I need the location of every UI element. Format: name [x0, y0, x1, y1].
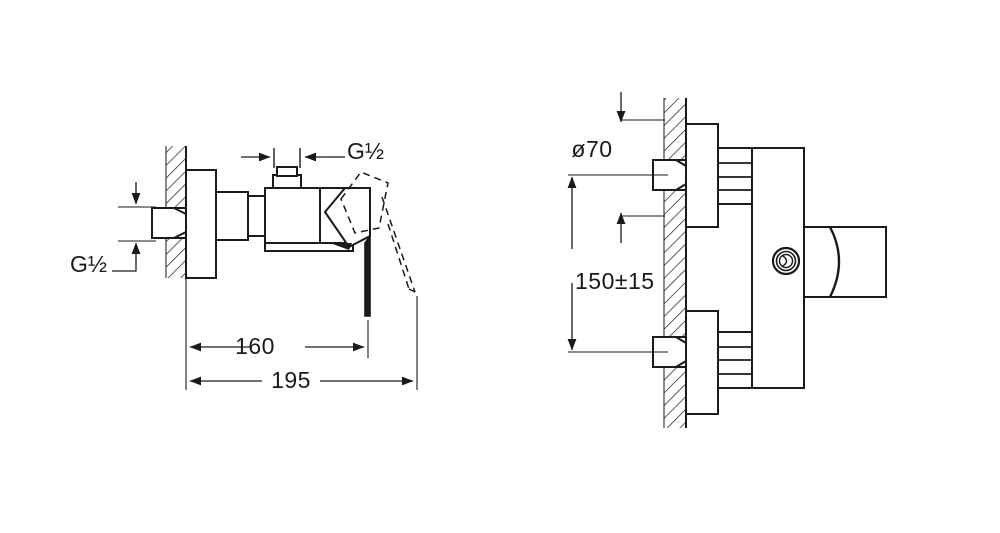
top-stub-thread	[276, 166, 298, 177]
upper-escutcheon-plate	[685, 123, 719, 228]
inlet-shank	[215, 191, 249, 241]
upper-connector-block	[717, 147, 753, 205]
lever-alt-arm-cap	[408, 288, 416, 293]
dimension-160: 160	[189, 333, 365, 359]
lower-inlet-assembly	[652, 310, 753, 415]
dimension-label-195: 195	[271, 367, 311, 393]
lever-alt-outline	[340, 171, 389, 234]
dimension-label-150-tolerance: 150±15	[575, 268, 655, 294]
front-view-wall	[663, 98, 687, 428]
outlet-marker	[771, 246, 801, 276]
thread-leader-lower	[112, 265, 137, 272]
outlet-glyph	[782, 255, 788, 267]
lever-handle-front-body[interactable]	[803, 226, 887, 298]
thread-label-lower-left: G½	[70, 251, 107, 277]
callout-flange-diameter: ø70	[571, 92, 665, 243]
side-view-group: G½ G½ 160	[70, 138, 418, 393]
lever-pivot-shade	[330, 243, 352, 250]
front-view-group: ø70 150±15	[567, 92, 887, 428]
lever-handle-front-arc	[828, 226, 841, 298]
callout-inlet-centres: 150±15	[567, 174, 668, 353]
mixer-body-upper	[264, 187, 321, 244]
dimension-label-diameter-70: ø70	[571, 136, 612, 162]
escutcheon-plate-side	[185, 169, 217, 279]
thread-label-top: G½	[347, 138, 384, 164]
callout-thread-top: G½	[241, 138, 384, 168]
lever-handle-arm[interactable]	[364, 233, 371, 317]
dimension-195: 195	[189, 367, 414, 393]
lever-handle-alt-position	[340, 171, 416, 293]
lever-alt-arm	[381, 196, 416, 293]
callout-thread-lower-left: G½	[70, 182, 156, 277]
lever-handle-front[interactable]	[803, 226, 887, 298]
lever-handle-solid[interactable]	[323, 187, 371, 249]
lower-escutcheon-plate	[685, 310, 719, 415]
inlet-nipple-side	[151, 207, 187, 239]
front-wall-hatch-fill	[664, 98, 686, 428]
top-outlet-stub	[272, 166, 302, 189]
dimension-label-160: 160	[235, 333, 275, 359]
